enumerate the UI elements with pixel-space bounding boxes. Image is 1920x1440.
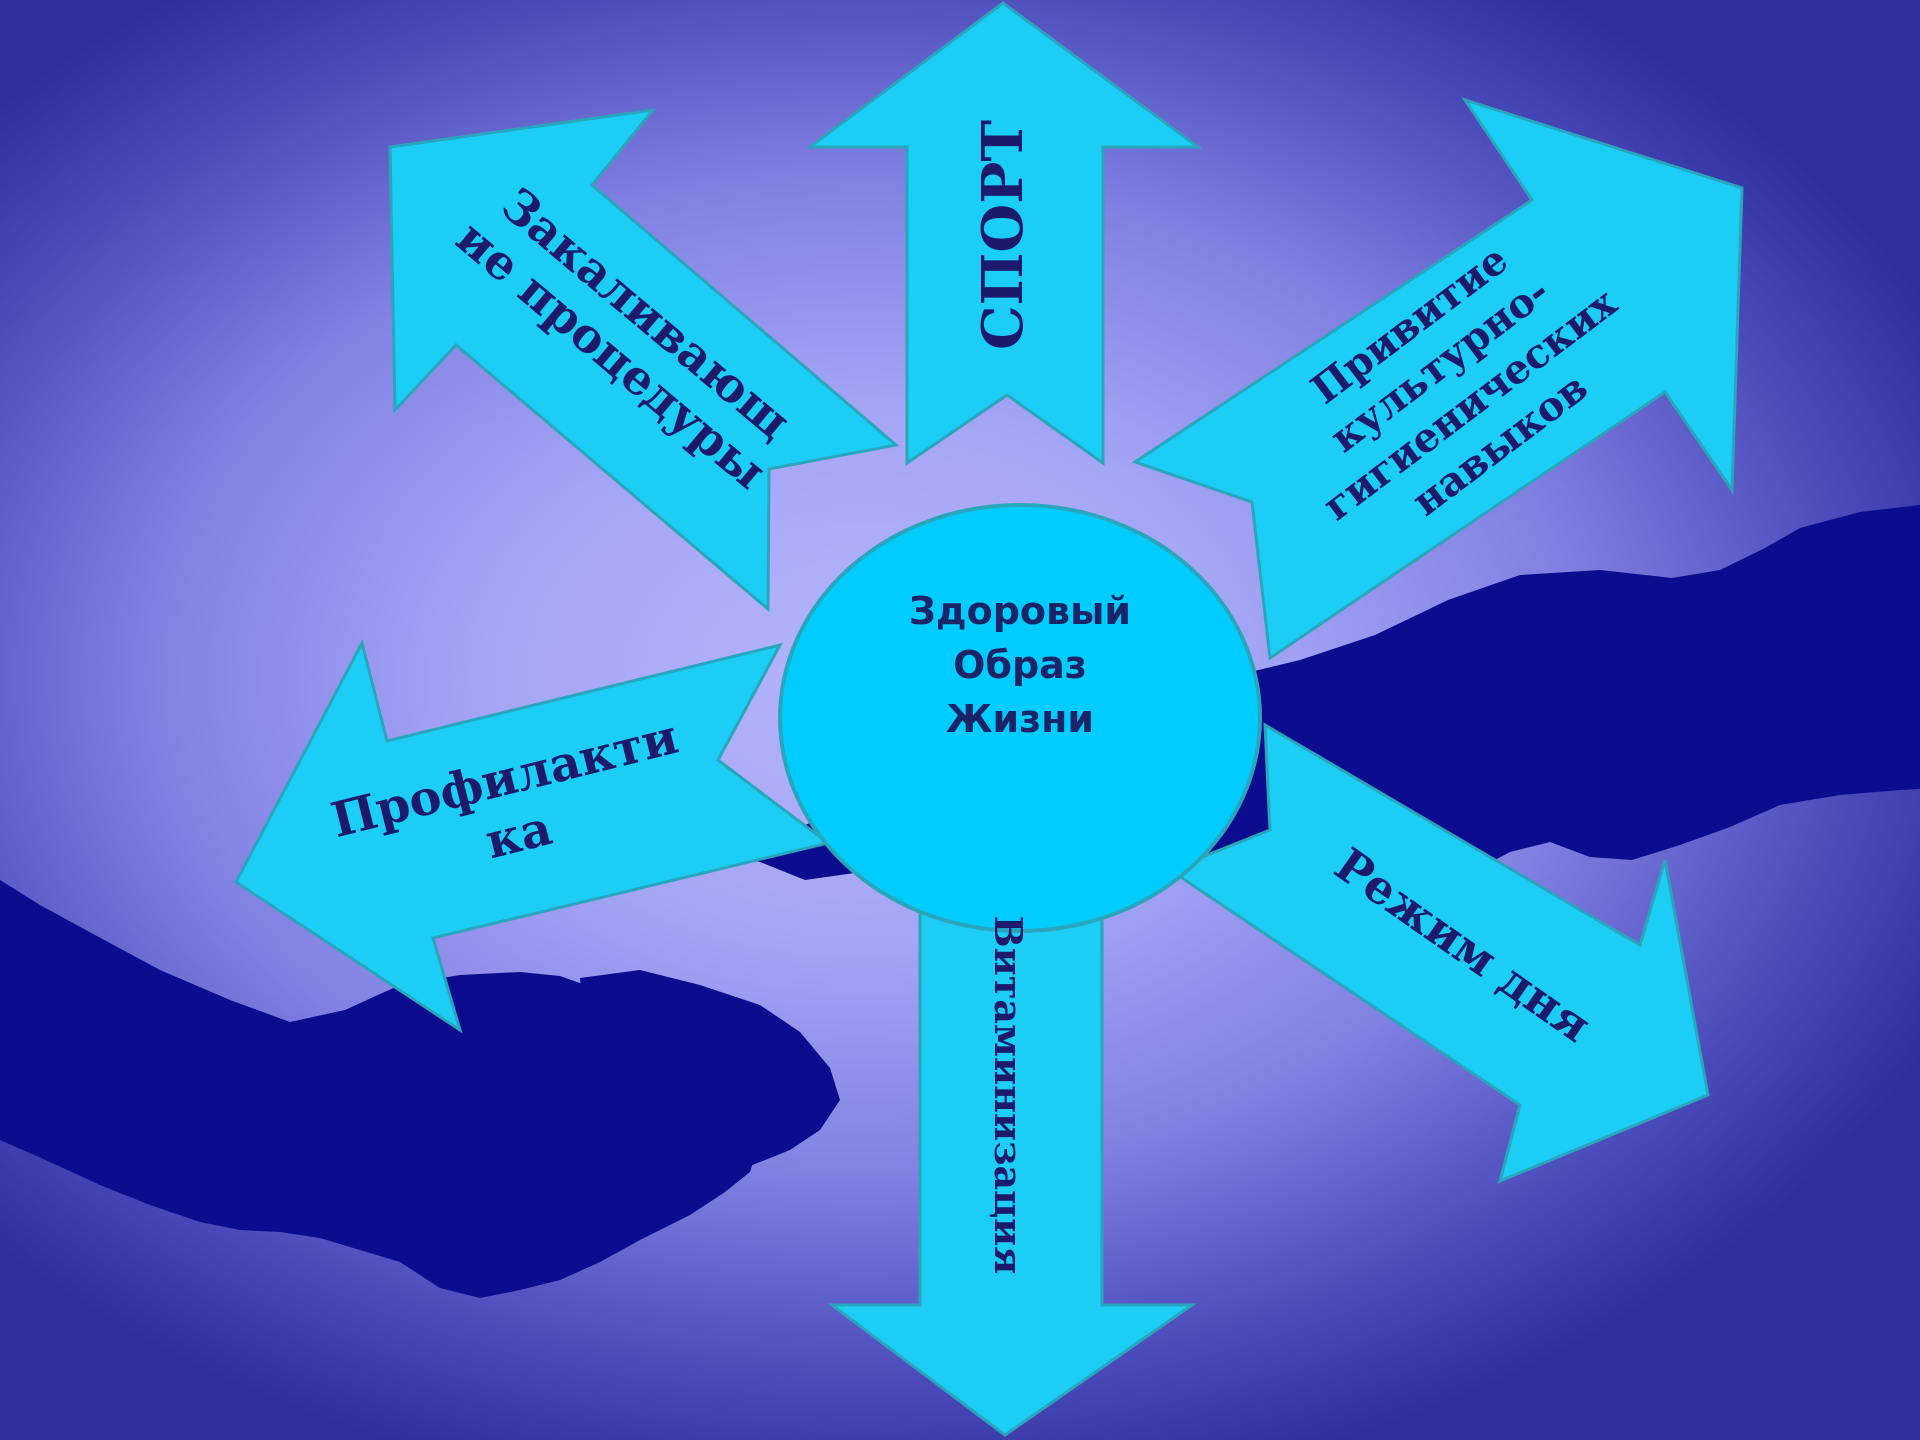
center-line: Образ	[953, 642, 1087, 687]
center-label: Здоровый Образ Жизни	[805, 585, 1235, 747]
center-line: Жизни	[945, 696, 1095, 741]
arrow-label-line: СПОРТ	[970, 120, 1036, 351]
arrow-label-line: Витаминизация	[986, 915, 1031, 1275]
arrow-prevention	[234, 638, 832, 1034]
arrow-sport	[805, 1, 1203, 466]
clasp-silhouette	[580, 970, 840, 1175]
center-line: Здоровый	[908, 589, 1132, 633]
arrow-hardening	[388, 107, 900, 613]
center-circle	[778, 503, 1262, 933]
left-arm-silhouette	[0, 880, 760, 1298]
arrow-hygiene	[1131, 97, 1744, 661]
arrow-daily-routine	[1166, 722, 1710, 1184]
